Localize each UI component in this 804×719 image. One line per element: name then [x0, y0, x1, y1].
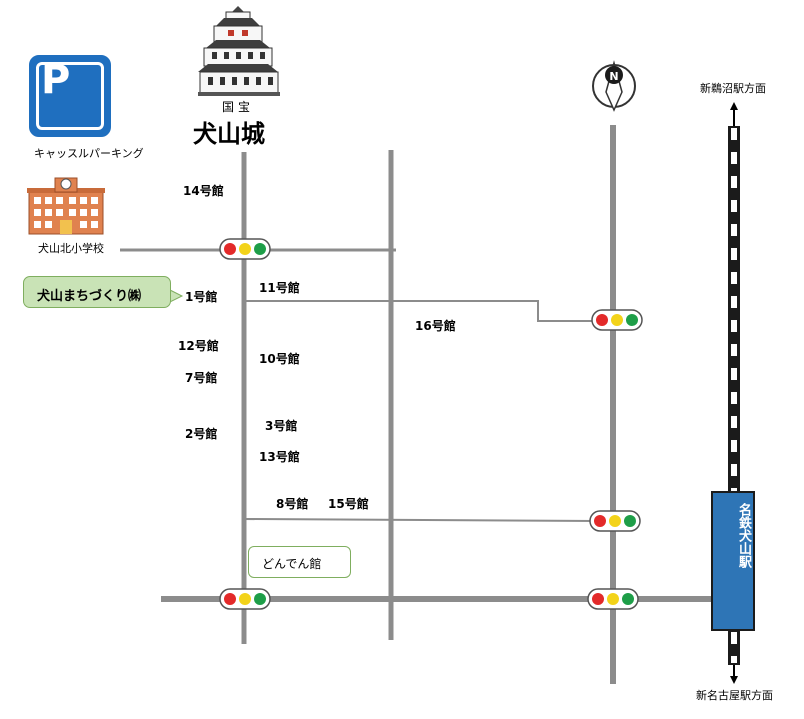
building-13-label: 13号館	[259, 450, 300, 464]
school-label: 犬山北小学校	[38, 242, 104, 255]
parking-label: キャッスルパーキング	[34, 147, 144, 160]
direction-south-label: 新名古屋駅方面	[696, 689, 773, 702]
parking-letter: P	[41, 57, 71, 103]
callout-label: 犬山まちづくり㈱	[37, 289, 142, 304]
traffic-light-main-left	[219, 588, 271, 610]
traffic-light-school	[219, 238, 271, 260]
dondenkan-box: どんでん館	[248, 546, 351, 578]
compass-letter: N	[609, 70, 618, 83]
arrow-north-icon	[730, 102, 738, 110]
callout-pointer	[169, 289, 184, 303]
dondenkan-label: どんでん館	[262, 557, 322, 571]
station-sign: 名鉄犬山駅	[711, 491, 755, 631]
parking-sign: P	[29, 55, 111, 137]
direction-north-label: 新鵜沼駅方面	[700, 82, 766, 95]
building-16-label: 16号館	[415, 319, 456, 333]
compass-icon	[592, 60, 636, 112]
building-15-label: 15号館	[328, 497, 369, 511]
building-10-label: 10号館	[259, 352, 300, 366]
building-8-label: 8号館	[276, 497, 309, 511]
building-2-label: 2号館	[185, 427, 218, 441]
traffic-light-main-right	[587, 588, 639, 610]
traffic-light-15	[589, 510, 641, 532]
callout-machizukuri: 犬山まちづくり㈱	[23, 276, 171, 308]
arrow-south-icon	[730, 676, 738, 684]
station-name: 名鉄犬山駅	[736, 503, 751, 568]
road-11-16	[244, 300, 596, 322]
building-1-label: 1号館	[185, 290, 218, 304]
building-7-label: 7号館	[185, 371, 218, 385]
building-12-label: 12号館	[178, 339, 219, 353]
building-3-label: 3号館	[265, 419, 298, 433]
road-8-15	[243, 518, 597, 522]
castle-title: 犬山城	[193, 119, 265, 148]
traffic-light-16	[591, 309, 643, 331]
castle-icon	[198, 6, 280, 96]
building-11-label: 11号館	[259, 281, 300, 295]
building-14-label: 14号館	[183, 184, 224, 198]
school-icon	[27, 177, 105, 235]
castle-subtitle: 国宝	[222, 100, 255, 114]
